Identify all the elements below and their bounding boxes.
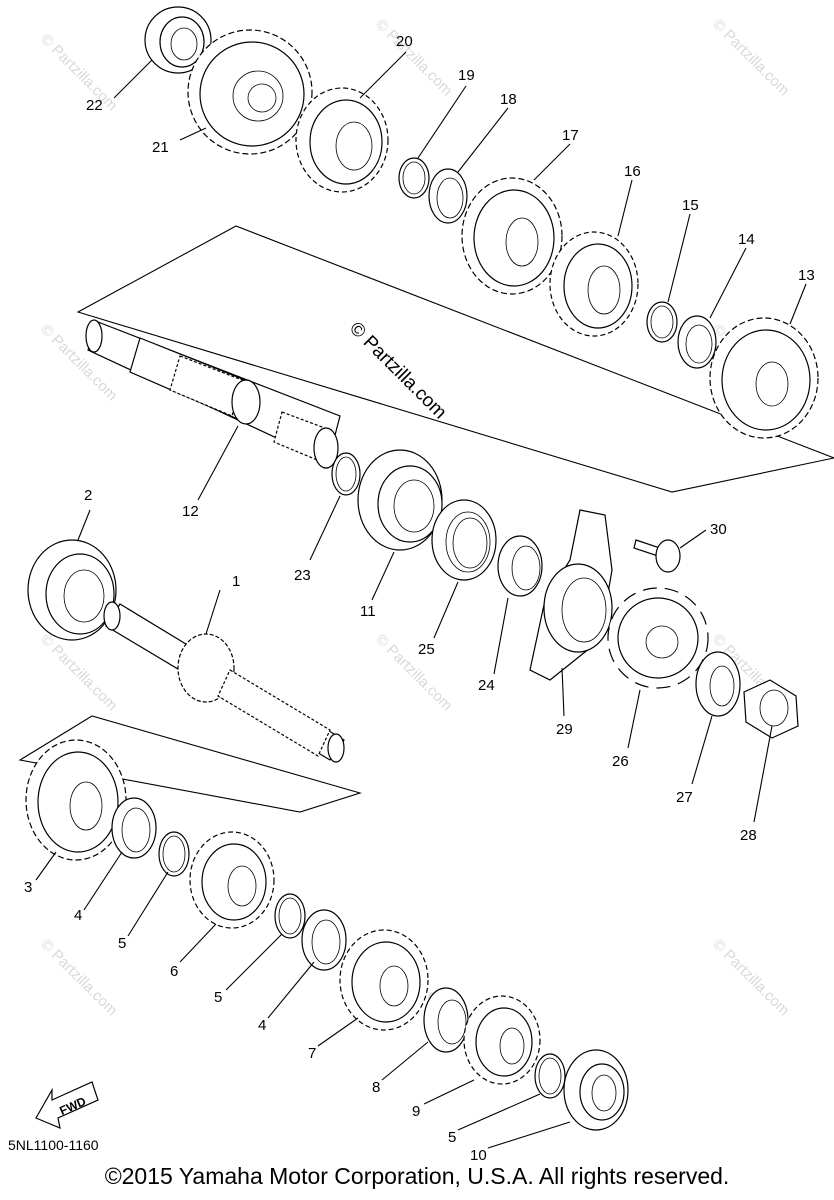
part-20-gear[interactable] xyxy=(295,87,389,193)
watermark: © Partzilla.com xyxy=(372,631,455,714)
part-5-circlip[interactable] xyxy=(158,831,190,877)
callout-14: 14 xyxy=(738,231,755,248)
callout-2: 2 xyxy=(84,487,92,504)
part-4-washer[interactable] xyxy=(301,909,347,971)
diagram-code: 5NL1100-1160 xyxy=(8,1137,99,1153)
callout-29: 29 xyxy=(556,721,573,738)
callout-11: 11 xyxy=(360,603,376,620)
callout-24: 24 xyxy=(478,677,495,694)
callout-18: 18 xyxy=(500,91,517,108)
callout-15: 15 xyxy=(682,197,699,214)
part-27-lock-washer[interactable] xyxy=(695,651,741,717)
callout-21: 21 xyxy=(152,139,169,156)
part-12-main-axle[interactable] xyxy=(85,319,341,469)
callout-17: 17 xyxy=(562,127,579,144)
callout-1: 1 xyxy=(232,573,240,590)
fwd-arrow-icon: FWD xyxy=(35,1081,99,1129)
callout-labels: 1 2 3 4 5 6 5 4 7 8 9 5 10 11 12 13 14 1… xyxy=(24,33,815,1164)
part-6-gear[interactable] xyxy=(189,831,275,929)
part-22-bearing[interactable] xyxy=(144,6,212,74)
part-3-gear[interactable] xyxy=(25,739,127,861)
part-4-washer[interactable] xyxy=(111,797,157,859)
callout-23: 23 xyxy=(294,567,311,584)
callout-5: 5 xyxy=(214,989,222,1006)
leader-lines xyxy=(35,51,807,1149)
callout-8: 8 xyxy=(372,1079,380,1096)
part-29-plate[interactable] xyxy=(529,509,613,681)
part-9-gear[interactable] xyxy=(463,995,541,1085)
callout-25: 25 xyxy=(418,641,435,658)
callout-20: 20 xyxy=(396,33,413,50)
callout-5: 5 xyxy=(118,935,126,952)
callout-7: 7 xyxy=(308,1045,316,1062)
callout-16: 16 xyxy=(624,163,641,180)
callout-12: 12 xyxy=(182,503,199,520)
main-axle-group-outline xyxy=(76,225,834,493)
part-13-gear[interactable] xyxy=(709,317,819,439)
part-2-bearing[interactable] xyxy=(27,539,117,641)
callout-3: 3 xyxy=(24,879,32,896)
part-15-circlip[interactable] xyxy=(646,301,678,343)
part-14-washer[interactable] xyxy=(677,315,717,369)
callout-13: 13 xyxy=(798,267,815,284)
part-1-drive-axle[interactable] xyxy=(103,601,345,763)
part-30-bolt[interactable] xyxy=(633,539,681,573)
callout-10: 10 xyxy=(470,1147,487,1164)
callout-27: 27 xyxy=(676,789,693,806)
part-21-gear[interactable] xyxy=(187,29,313,155)
callout-26: 26 xyxy=(612,753,629,770)
part-18-washer[interactable] xyxy=(428,168,468,224)
part-17-gear[interactable] xyxy=(461,177,563,295)
part-5-circlip[interactable] xyxy=(274,893,306,939)
callout-22: 22 xyxy=(86,97,103,114)
part-5-circlip[interactable] xyxy=(534,1053,566,1099)
callout-4: 4 xyxy=(74,907,82,924)
part-28-nut[interactable] xyxy=(743,679,799,739)
part-25-oil-seal[interactable] xyxy=(431,499,497,581)
copyright-notice: ©2015 Yamaha Motor Corporation, U.S.A. A… xyxy=(104,1163,730,1189)
watermark: © Partzilla.com xyxy=(37,936,120,1019)
part-11-bearing[interactable] xyxy=(357,449,443,551)
watermark: © Partzilla.com xyxy=(709,16,792,99)
part-16-gear[interactable] xyxy=(549,231,639,337)
part-24-collar[interactable] xyxy=(497,535,543,597)
part-23-o-ring[interactable] xyxy=(331,452,361,496)
part-7-gear[interactable] xyxy=(339,929,429,1031)
drive-axle-group-outline xyxy=(18,715,362,813)
callout-9: 9 xyxy=(412,1103,420,1120)
callout-30: 30 xyxy=(710,521,727,538)
callout-5: 5 xyxy=(448,1129,456,1146)
callout-28: 28 xyxy=(740,827,757,844)
part-8-needle-bearing[interactable] xyxy=(423,987,469,1053)
watermark: © Partzilla.com xyxy=(37,631,120,714)
watermark: © Partzilla.com xyxy=(37,31,120,114)
watermark: © Partzilla.com xyxy=(372,16,455,99)
part-26-sprocket[interactable] xyxy=(607,587,709,689)
callout-4: 4 xyxy=(258,1017,266,1034)
part-10-bearing[interactable] xyxy=(563,1049,629,1131)
callout-19: 19 xyxy=(458,67,475,84)
callout-6: 6 xyxy=(170,963,178,980)
watermark: © Partzilla.com xyxy=(709,936,792,1019)
part-19-circlip[interactable] xyxy=(398,157,430,199)
